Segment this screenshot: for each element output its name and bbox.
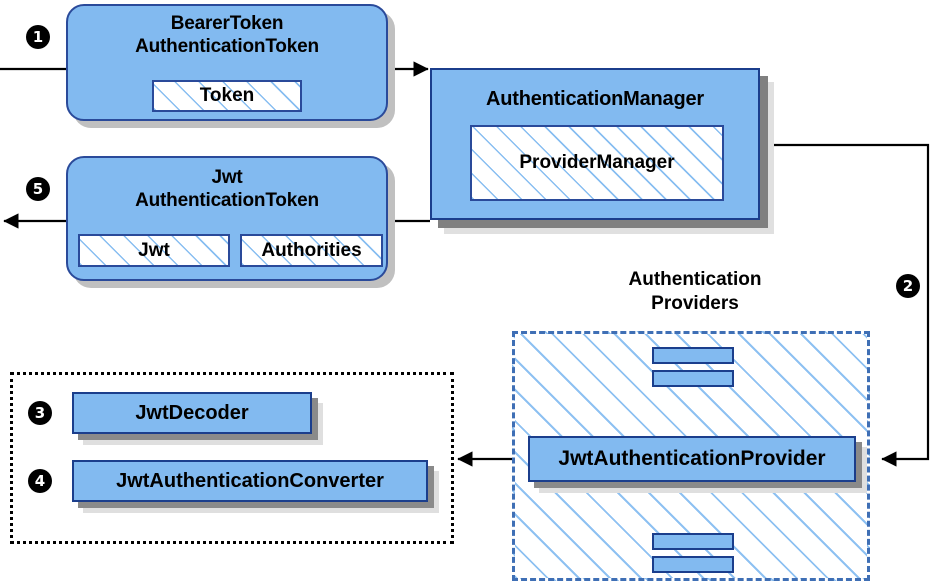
bearer-token-slot-label: Token	[199, 85, 255, 106]
bearer-token-title-line1: BearerToken	[170, 13, 284, 34]
jwt-authentication-token[interactable]: Jwt AuthenticationToken Jwt Authorities	[66, 156, 388, 281]
authentication-providers-caption: Authentication Providers	[560, 268, 830, 316]
bearer-token-authentication-token[interactable]: BearerToken AuthenticationToken Token	[66, 4, 388, 121]
authentication-providers-caption-line1: Authentication	[628, 269, 762, 290]
jwt-authentication-converter-label: JwtAuthenticationConverter	[116, 469, 384, 492]
support-components-group	[10, 372, 454, 544]
jwt-token-slot-jwt-label: Jwt	[138, 239, 170, 261]
jwt-token-slot-authorities-label: Authorities	[261, 239, 362, 261]
provider-stack-bottom-bar-2	[652, 556, 734, 573]
step-badge-3: 3	[28, 401, 52, 425]
step-badge-4: 4	[28, 469, 52, 493]
jwt-token-slot-authorities: Authorities	[240, 234, 383, 267]
bearer-token-slot: Token	[152, 80, 302, 112]
jwt-authentication-converter[interactable]: JwtAuthenticationConverter	[72, 460, 428, 502]
step-badge-2: 2	[896, 274, 920, 298]
provider-manager-label: ProviderManager	[519, 152, 675, 173]
authentication-manager[interactable]: AuthenticationManager ProviderManager	[430, 68, 760, 220]
provider-manager-slot: ProviderManager	[470, 125, 724, 201]
bearer-token-title-line2: AuthenticationToken	[135, 36, 319, 57]
jwt-token-title-line1: Jwt	[211, 167, 243, 188]
provider-stack-top-bar-1	[652, 347, 734, 364]
jwt-token-title-line2: AuthenticationToken	[135, 190, 319, 211]
jwt-decoder-label: JwtDecoder	[135, 401, 249, 424]
authentication-providers-caption-line2: Providers	[651, 293, 739, 314]
jwt-token-slot-jwt: Jwt	[78, 234, 230, 267]
provider-stack-bottom-bar-1	[652, 533, 734, 550]
jwt-decoder[interactable]: JwtDecoder	[72, 392, 312, 434]
step-badge-1: 1	[26, 25, 50, 49]
jwt-authentication-provider-label: JwtAuthenticationProvider	[558, 447, 826, 470]
jwt-authentication-provider[interactable]: JwtAuthenticationProvider	[528, 436, 856, 482]
authentication-manager-title: AuthenticationManager	[485, 88, 705, 110]
step-badge-5: 5	[26, 177, 50, 201]
provider-stack-top-bar-2	[652, 370, 734, 387]
